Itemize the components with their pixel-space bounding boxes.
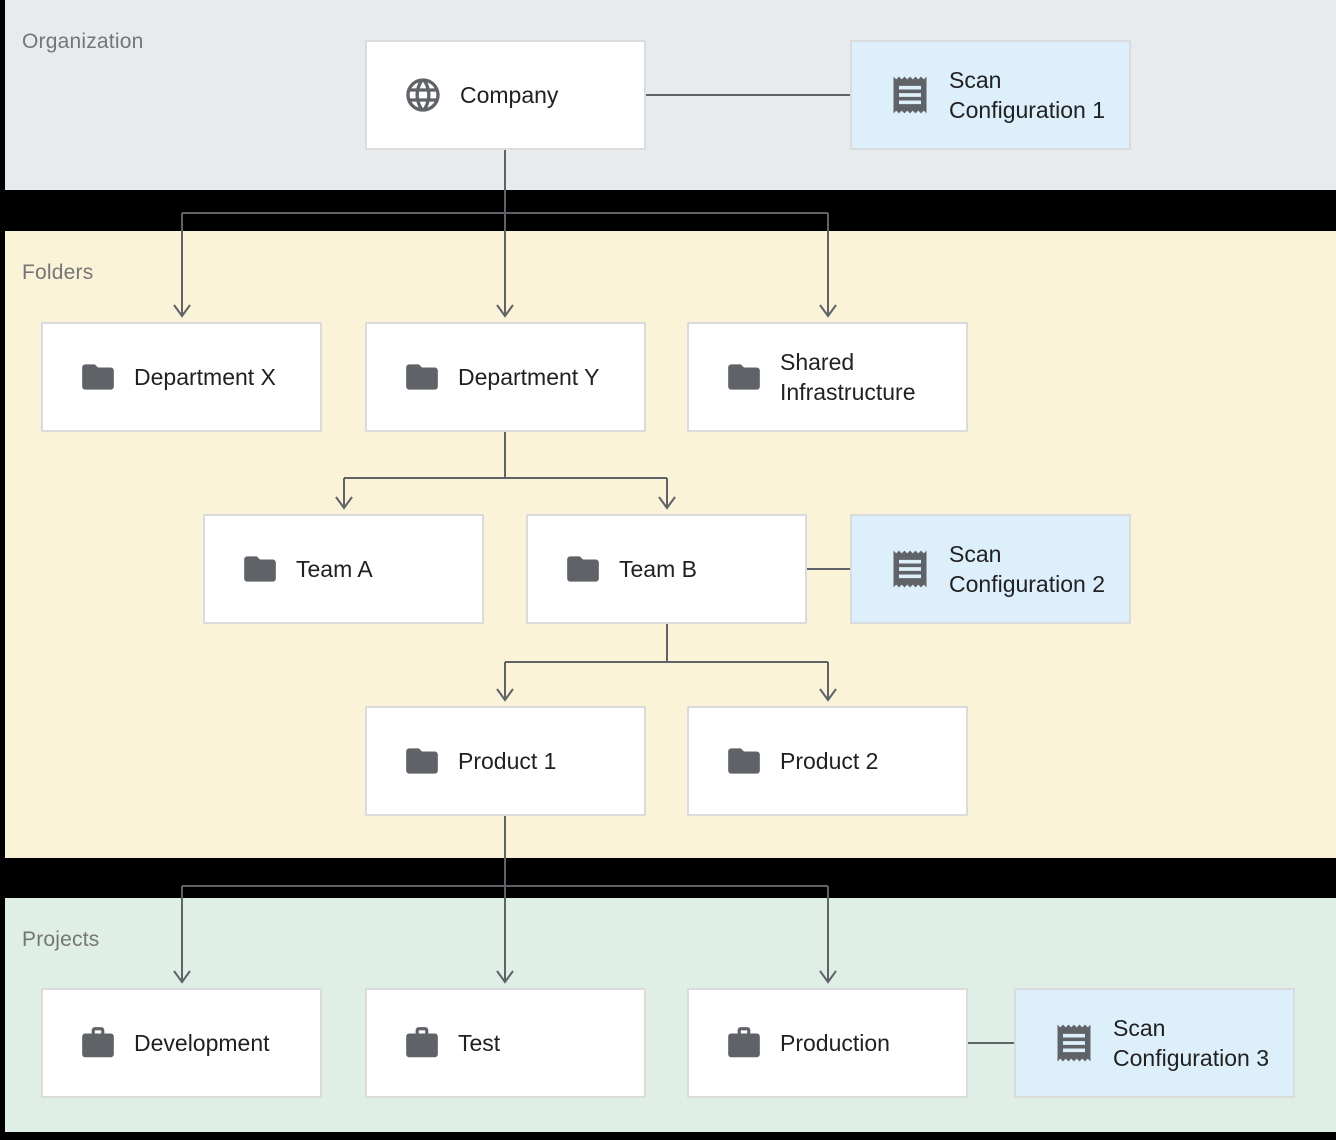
folder-icon bbox=[403, 358, 441, 396]
globe-icon bbox=[403, 75, 443, 115]
node-department-y: Department Y bbox=[365, 322, 646, 432]
node-label: Scan Configuration 3 bbox=[1113, 1015, 1269, 1071]
node-team-a: Team A bbox=[203, 514, 484, 624]
node-label: Scan Configuration 2 bbox=[949, 541, 1105, 597]
briefcase-icon bbox=[79, 1024, 117, 1062]
organization-section-label: Organization bbox=[22, 30, 144, 53]
node-development: Development bbox=[41, 988, 322, 1098]
node-label: Production bbox=[780, 1030, 890, 1056]
node-production: Production bbox=[687, 988, 968, 1098]
node-label: Department Y bbox=[458, 364, 600, 390]
folder-icon bbox=[564, 550, 602, 588]
node-label: Team A bbox=[296, 556, 373, 582]
node-label: Product 1 bbox=[458, 748, 557, 774]
receipt-icon bbox=[1052, 1021, 1096, 1065]
node-test: Test bbox=[365, 988, 646, 1098]
node-product-1: Product 1 bbox=[365, 706, 646, 816]
folder-icon bbox=[403, 742, 441, 780]
node-label: Development bbox=[134, 1030, 270, 1056]
folder-icon bbox=[725, 742, 763, 780]
node-scan-configuration-2: Scan Configuration 2 bbox=[850, 514, 1131, 624]
organization-section: Organization bbox=[5, 0, 1336, 190]
folder-icon bbox=[79, 358, 117, 396]
node-department-x: Department X bbox=[41, 322, 322, 432]
node-label: Shared Infrastructure bbox=[780, 349, 916, 405]
node-label: Product 2 bbox=[780, 748, 879, 774]
node-product-2: Product 2 bbox=[687, 706, 968, 816]
folder-icon bbox=[241, 550, 279, 588]
projects-section-label: Projects bbox=[22, 928, 100, 951]
node-label: Scan Configuration 1 bbox=[949, 67, 1105, 123]
folders-section-label: Folders bbox=[22, 261, 94, 284]
node-label: Test bbox=[458, 1030, 501, 1056]
node-team-b: Team B bbox=[526, 514, 807, 624]
briefcase-icon bbox=[403, 1024, 441, 1062]
node-company: Company bbox=[365, 40, 646, 150]
node-scan-configuration-3: Scan Configuration 3 bbox=[1014, 988, 1295, 1098]
node-scan-configuration-1: Scan Configuration 1 bbox=[850, 40, 1131, 150]
node-shared-infrastructure: Shared Infrastructure bbox=[687, 322, 968, 432]
receipt-icon bbox=[888, 73, 932, 117]
receipt-icon bbox=[888, 547, 932, 591]
node-label: Department X bbox=[134, 364, 276, 390]
folder-icon bbox=[725, 358, 763, 396]
briefcase-icon bbox=[725, 1024, 763, 1062]
node-label: Team B bbox=[619, 556, 697, 582]
node-label: Company bbox=[460, 82, 559, 108]
